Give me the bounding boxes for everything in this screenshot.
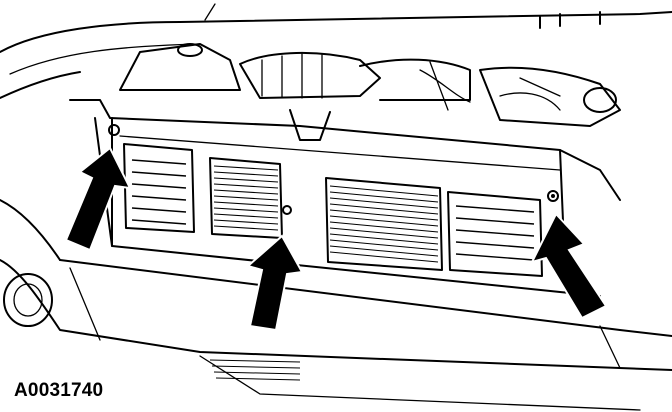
grille-right-slats bbox=[455, 205, 535, 261]
arrow-center bbox=[245, 234, 304, 332]
fasteners bbox=[108, 124, 559, 215]
figure-id-label: A0031740 bbox=[14, 380, 104, 401]
fastener-center bbox=[282, 205, 292, 215]
fin-lines-left bbox=[213, 165, 279, 231]
callout-arrows bbox=[64, 146, 608, 332]
fin-lines-right bbox=[329, 185, 439, 263]
grille-left bbox=[123, 143, 195, 233]
bumper bbox=[0, 199, 672, 411]
arrow-right bbox=[530, 212, 608, 320]
grille-right bbox=[447, 191, 543, 277]
grille-left-slats bbox=[131, 159, 187, 225]
radiator-fins-right bbox=[325, 177, 443, 271]
arrow-left bbox=[64, 146, 132, 252]
radiator-fins-left bbox=[209, 157, 283, 239]
emblem bbox=[3, 273, 53, 327]
hood-outline bbox=[0, 11, 672, 99]
fastener-right-center bbox=[551, 194, 555, 198]
fastener-left bbox=[108, 124, 120, 136]
fastener-right bbox=[547, 190, 559, 202]
lower-grille-slats bbox=[209, 359, 301, 381]
engine-bay bbox=[119, 3, 621, 127]
